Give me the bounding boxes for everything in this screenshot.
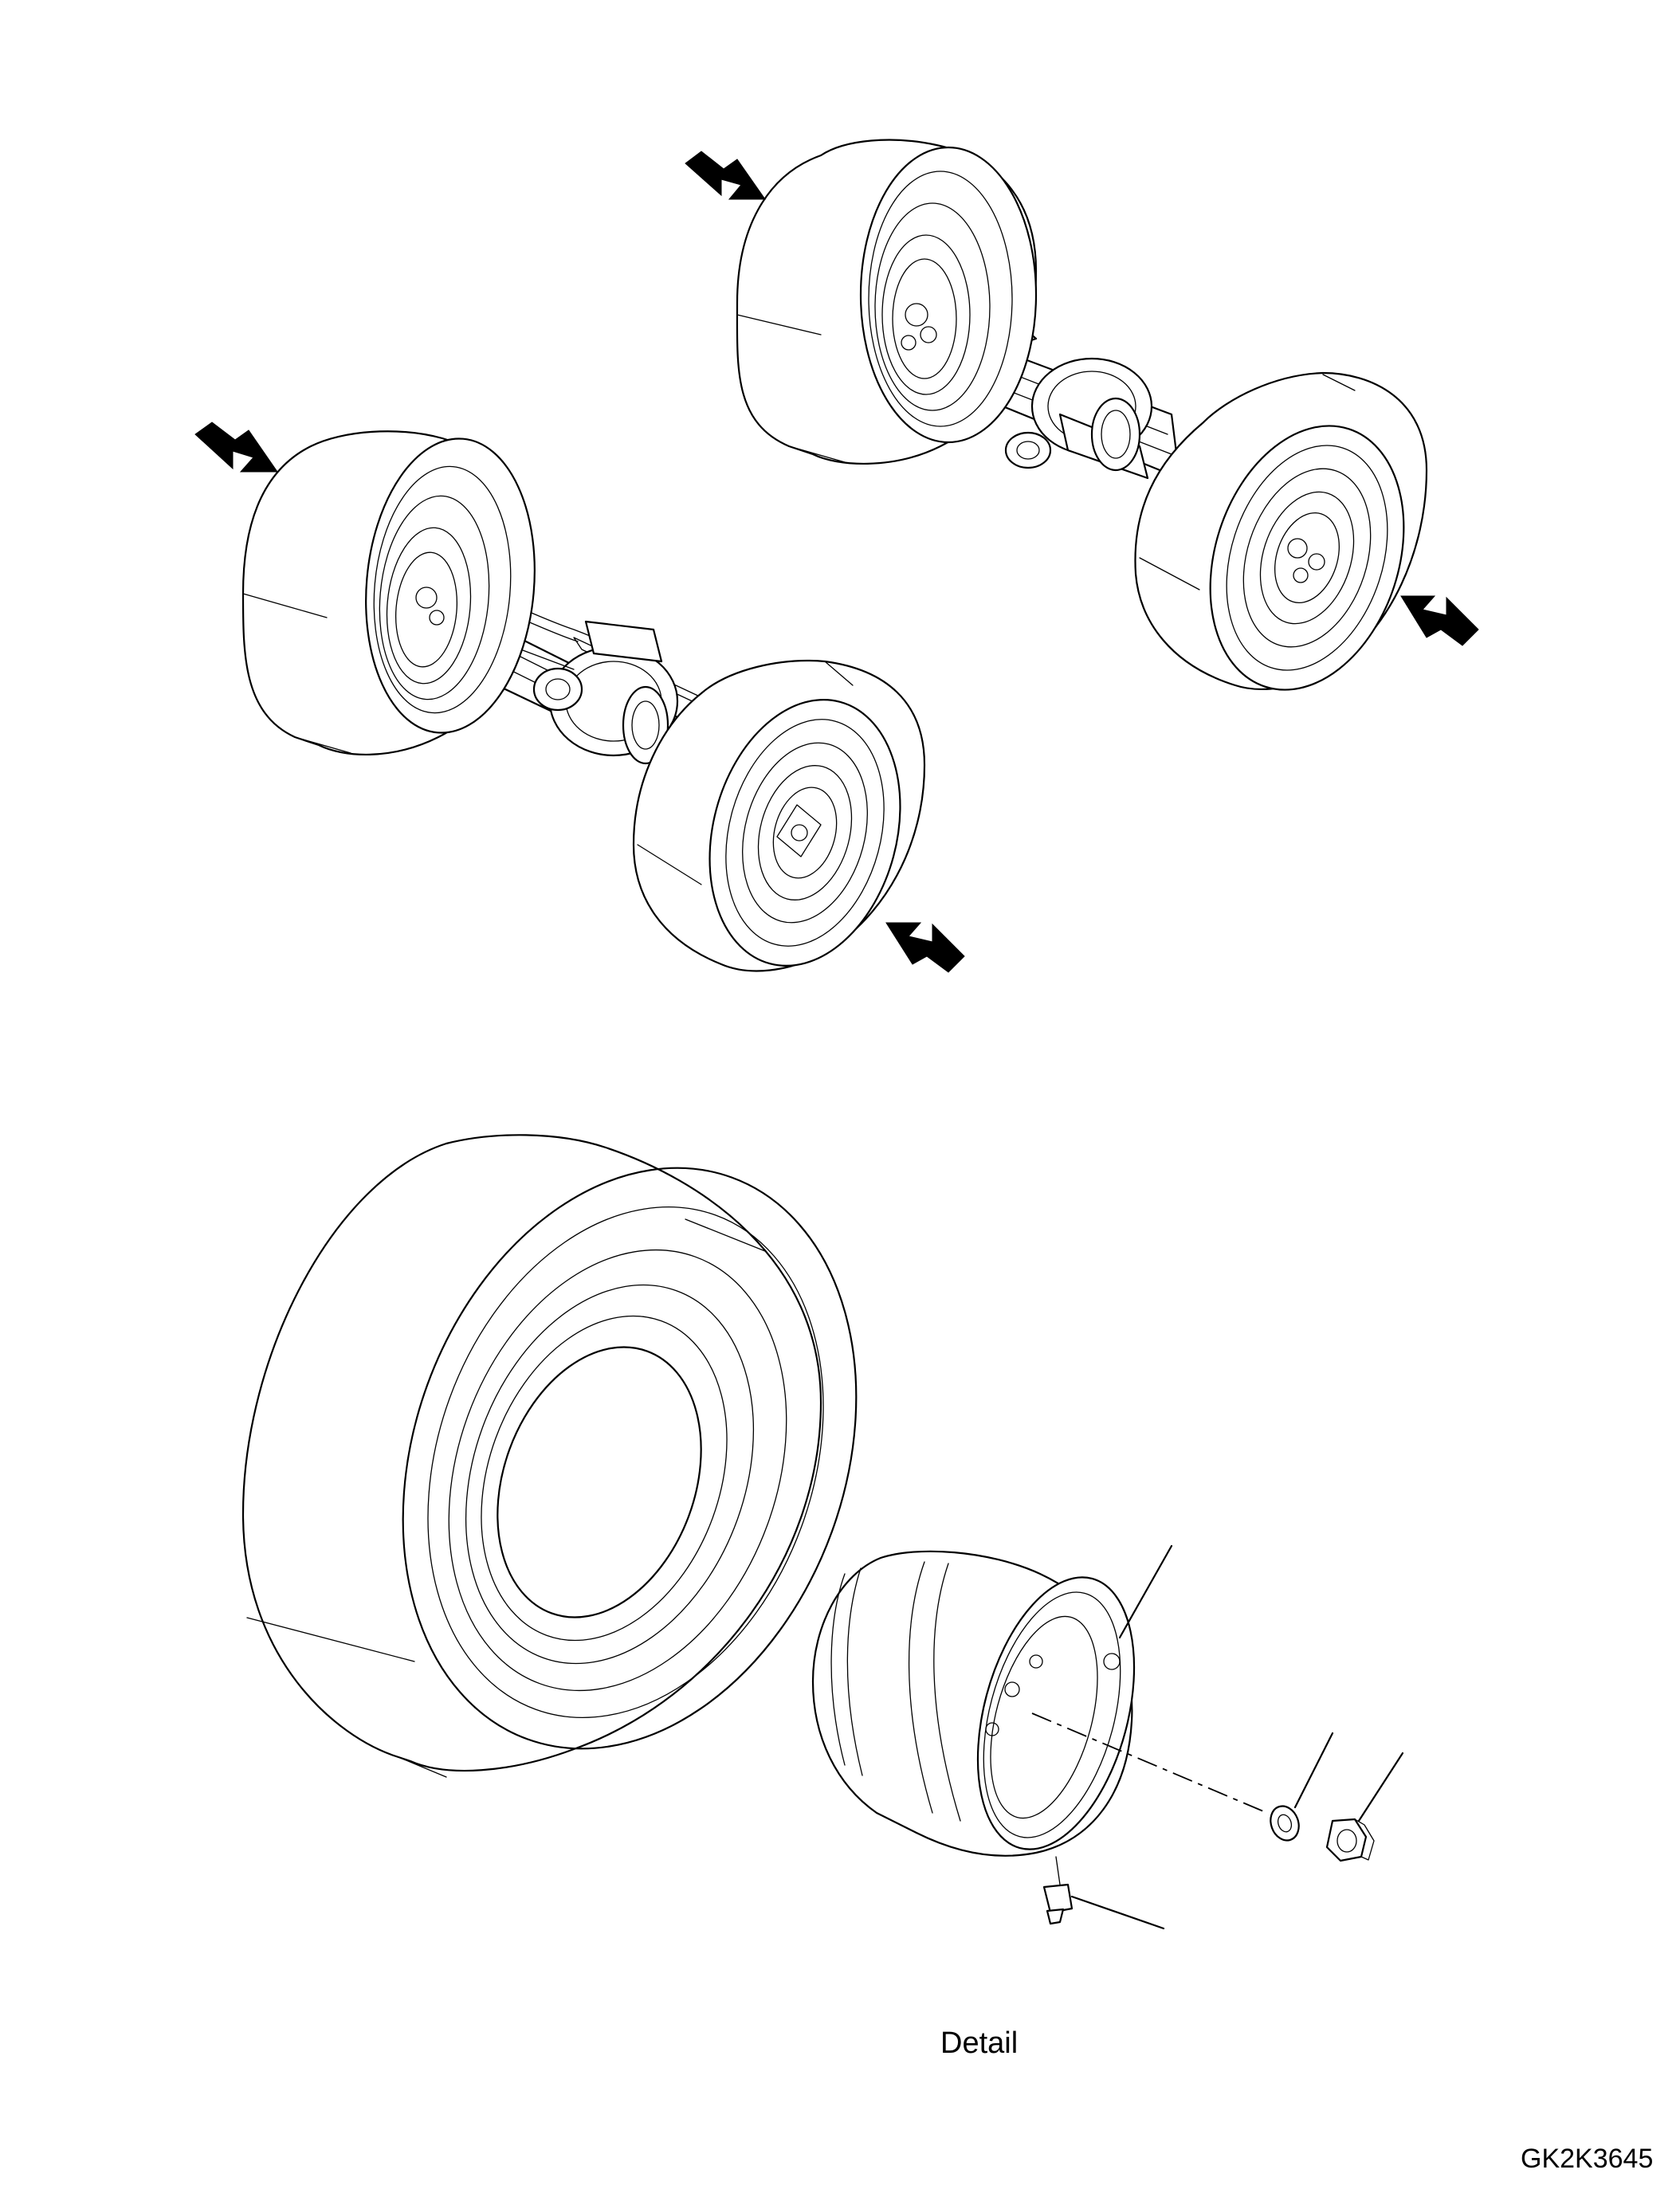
front-left-tire [241, 430, 536, 756]
detail-rim [811, 1550, 1136, 1857]
arrow-front-left [194, 422, 278, 473]
detail-washer [1270, 1805, 1300, 1842]
front-right-tire [632, 659, 926, 972]
rear-axle-assembly [685, 139, 1479, 691]
rear-left-tire [736, 139, 1038, 465]
leader-washer [1293, 1732, 1334, 1809]
leader-nut [1357, 1752, 1404, 1822]
leader-valve [1070, 1895, 1165, 1930]
arrow-rear-right [1400, 595, 1479, 646]
detail-centerline [1031, 1712, 1268, 1814]
rear-right-tire [1134, 371, 1428, 691]
detail-valve-stem [1042, 1856, 1074, 1925]
leader-rim [1118, 1544, 1173, 1639]
detail-exploded-view [241, 1134, 1404, 1930]
drawing-number: GK2K3645 [1521, 2144, 1654, 2174]
detail-tire [241, 1134, 858, 1778]
arrow-rear-left [685, 151, 766, 200]
detail-caption: Detail [940, 2026, 1019, 2060]
detail-hex-nut [1325, 1818, 1375, 1862]
front-axle-assembly [194, 422, 965, 973]
arrow-front-right [885, 922, 965, 973]
